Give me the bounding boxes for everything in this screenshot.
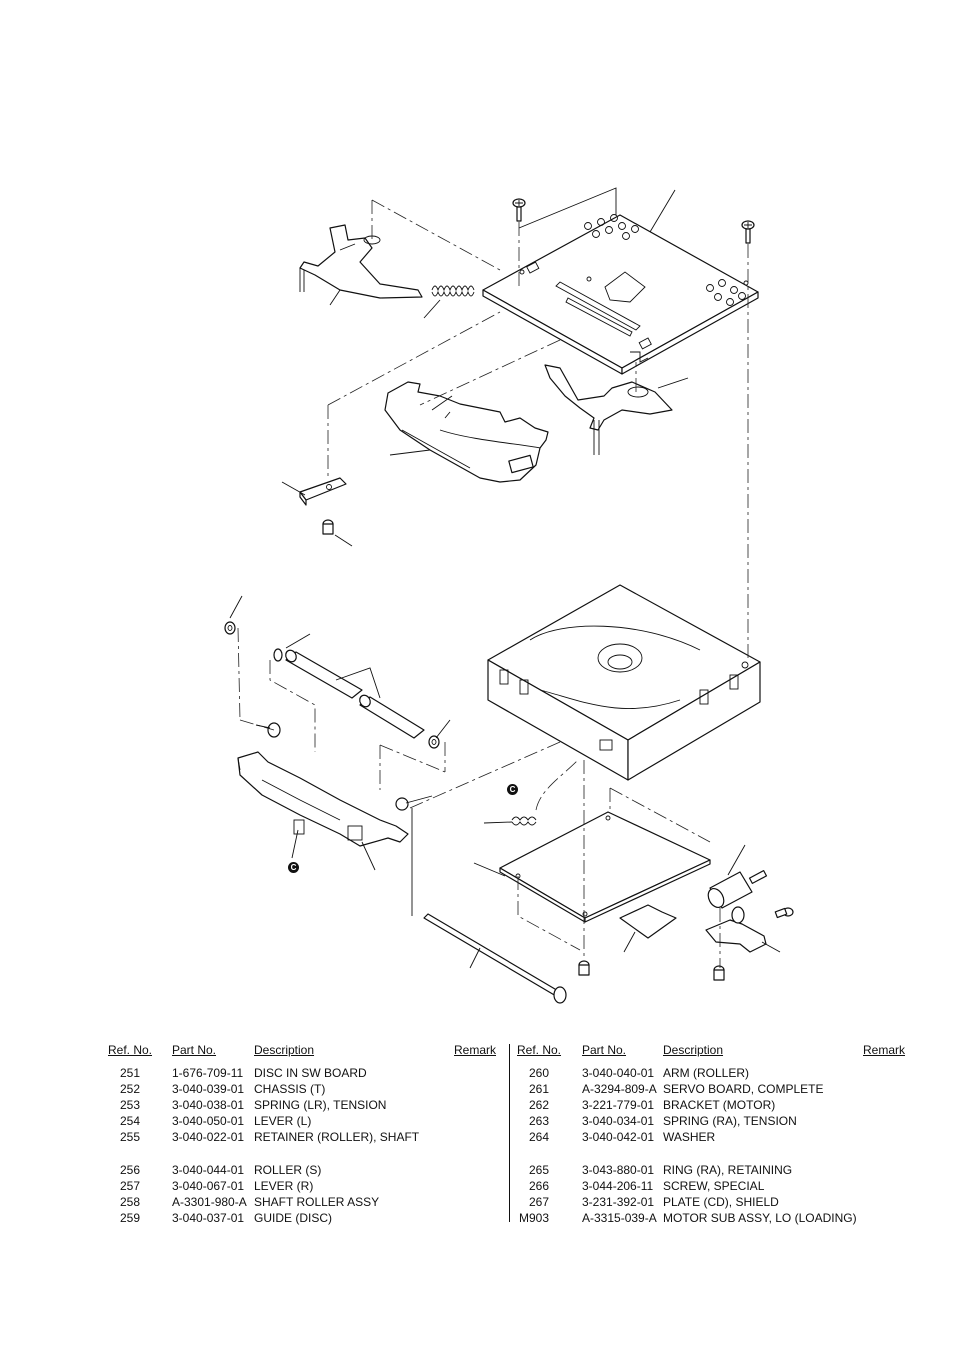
shaft-guide-long	[423, 913, 567, 1004]
lever-l	[299, 224, 423, 299]
part-no: 3-040-044-01	[172, 1163, 245, 1177]
header-remark: Remark	[863, 1043, 906, 1057]
description: SPRING (RA), TENSION	[663, 1114, 797, 1128]
description: SHAFT ROLLER ASSY	[254, 1195, 380, 1209]
description: GUIDE (DISC)	[254, 1211, 332, 1225]
ref-no: 258	[119, 1195, 140, 1209]
ref-no: 251	[119, 1066, 140, 1080]
table-divider	[509, 1044, 510, 1222]
ref-no: 267	[528, 1195, 549, 1209]
header-part-no: Part No.	[582, 1043, 627, 1057]
ref-no: M903	[518, 1211, 549, 1225]
part-no: A-3315-039-A	[582, 1211, 657, 1225]
screw-special-mid	[322, 519, 334, 535]
part-no: 3-044-206-11	[582, 1179, 654, 1193]
header-remark: Remark	[454, 1043, 497, 1057]
shield-plate	[619, 904, 677, 939]
ref-no: 259	[119, 1211, 140, 1225]
description: ARM (ROLLER)	[663, 1066, 750, 1080]
ref-no: 253	[119, 1098, 140, 1112]
description: SCREW, SPECIAL	[663, 1179, 765, 1193]
callout-marker-c-upper: C	[507, 784, 518, 795]
servo-board	[499, 811, 711, 923]
ref-no: 264	[528, 1130, 549, 1144]
part-no: 3-221-779-01	[582, 1098, 655, 1112]
ref-no: 263	[528, 1114, 549, 1128]
roller-s-bottom	[395, 797, 409, 811]
spring-lr-tension	[431, 285, 475, 297]
ref-no: 265	[528, 1163, 549, 1177]
roller-s-right	[428, 735, 440, 749]
leader-lines	[229, 189, 781, 969]
description: RETAINER (ROLLER), SHAFT	[254, 1130, 420, 1144]
screw-motor-bottom	[713, 965, 725, 981]
description: LEVER (R)	[254, 1179, 314, 1193]
lever-r	[237, 751, 409, 847]
part-no: 3-040-034-01	[582, 1114, 655, 1128]
part-no: 3-043-880-01	[582, 1163, 655, 1177]
header-part-no: Part No.	[172, 1043, 217, 1057]
description: LEVER (L)	[254, 1114, 312, 1128]
ref-no: 256	[119, 1163, 140, 1177]
ref-no: 266	[528, 1179, 549, 1193]
header-ref-no: Ref. No.	[517, 1043, 562, 1057]
description: CHASSIS (T)	[254, 1082, 326, 1096]
header-ref-no: Ref. No.	[108, 1043, 153, 1057]
spring-ra-tension	[511, 816, 537, 826]
assembly-lines	[237, 187, 749, 968]
ref-no: 262	[528, 1098, 549, 1112]
ref-no: 260	[528, 1066, 549, 1080]
arm-roller	[544, 364, 673, 455]
disc-in-sw-board	[482, 214, 759, 375]
part-no: 1-676-709-11	[172, 1066, 244, 1080]
part-no: 3-040-067-01	[172, 1179, 245, 1193]
part-no: 3-040-040-01	[582, 1066, 655, 1080]
header-description: Description	[254, 1043, 315, 1057]
description: SPRING (LR), TENSION	[254, 1098, 387, 1112]
description: RING (RA), RETAINING	[663, 1163, 793, 1177]
description: PLATE (CD), SHIELD	[663, 1195, 779, 1209]
screw-top-left	[512, 198, 526, 222]
part-no: 3-040-050-01	[172, 1114, 245, 1128]
part-no: 3-040-038-01	[172, 1098, 245, 1112]
part-no: 3-040-042-01	[582, 1130, 655, 1144]
part-no: 3-040-037-01	[172, 1211, 245, 1225]
screw-top-right	[741, 220, 755, 244]
description: ROLLER (S)	[254, 1163, 322, 1177]
part-no: 3-040-039-01	[172, 1082, 245, 1096]
motor-sub-assy-loading	[707, 869, 768, 909]
washer-left	[224, 621, 236, 635]
ref-no: 255	[119, 1130, 140, 1144]
retainer-roller-shaft	[299, 477, 347, 506]
ref-no: 254	[119, 1114, 140, 1128]
part-no: 3-231-392-01	[582, 1195, 655, 1209]
ring-retaining-left	[273, 648, 283, 662]
ref-no: 261	[528, 1082, 549, 1096]
ref-no: 257	[119, 1179, 140, 1193]
description: SERVO BOARD, COMPLETE	[663, 1082, 824, 1096]
description: MOTOR SUB ASSY, LO (LOADING)	[663, 1211, 857, 1225]
guide-disc	[384, 381, 549, 483]
description: WASHER	[663, 1130, 716, 1144]
part-no: A-3301-980-A	[172, 1195, 247, 1209]
ref-no: 252	[119, 1082, 140, 1096]
chassis-mechanism	[487, 584, 761, 781]
bracket-motor	[705, 906, 767, 953]
header-description: Description	[663, 1043, 724, 1057]
part-no: 3-040-022-01	[172, 1130, 245, 1144]
screw-bottom	[578, 960, 590, 976]
description: DISC IN SW BOARD	[254, 1066, 367, 1080]
screw-motor-right	[774, 907, 794, 919]
shaft-roller-assy	[285, 649, 425, 739]
part-no: A-3294-809-A	[582, 1082, 657, 1096]
description: BRACKET (MOTOR)	[663, 1098, 776, 1112]
callout-marker-c-lower: C	[288, 862, 299, 873]
